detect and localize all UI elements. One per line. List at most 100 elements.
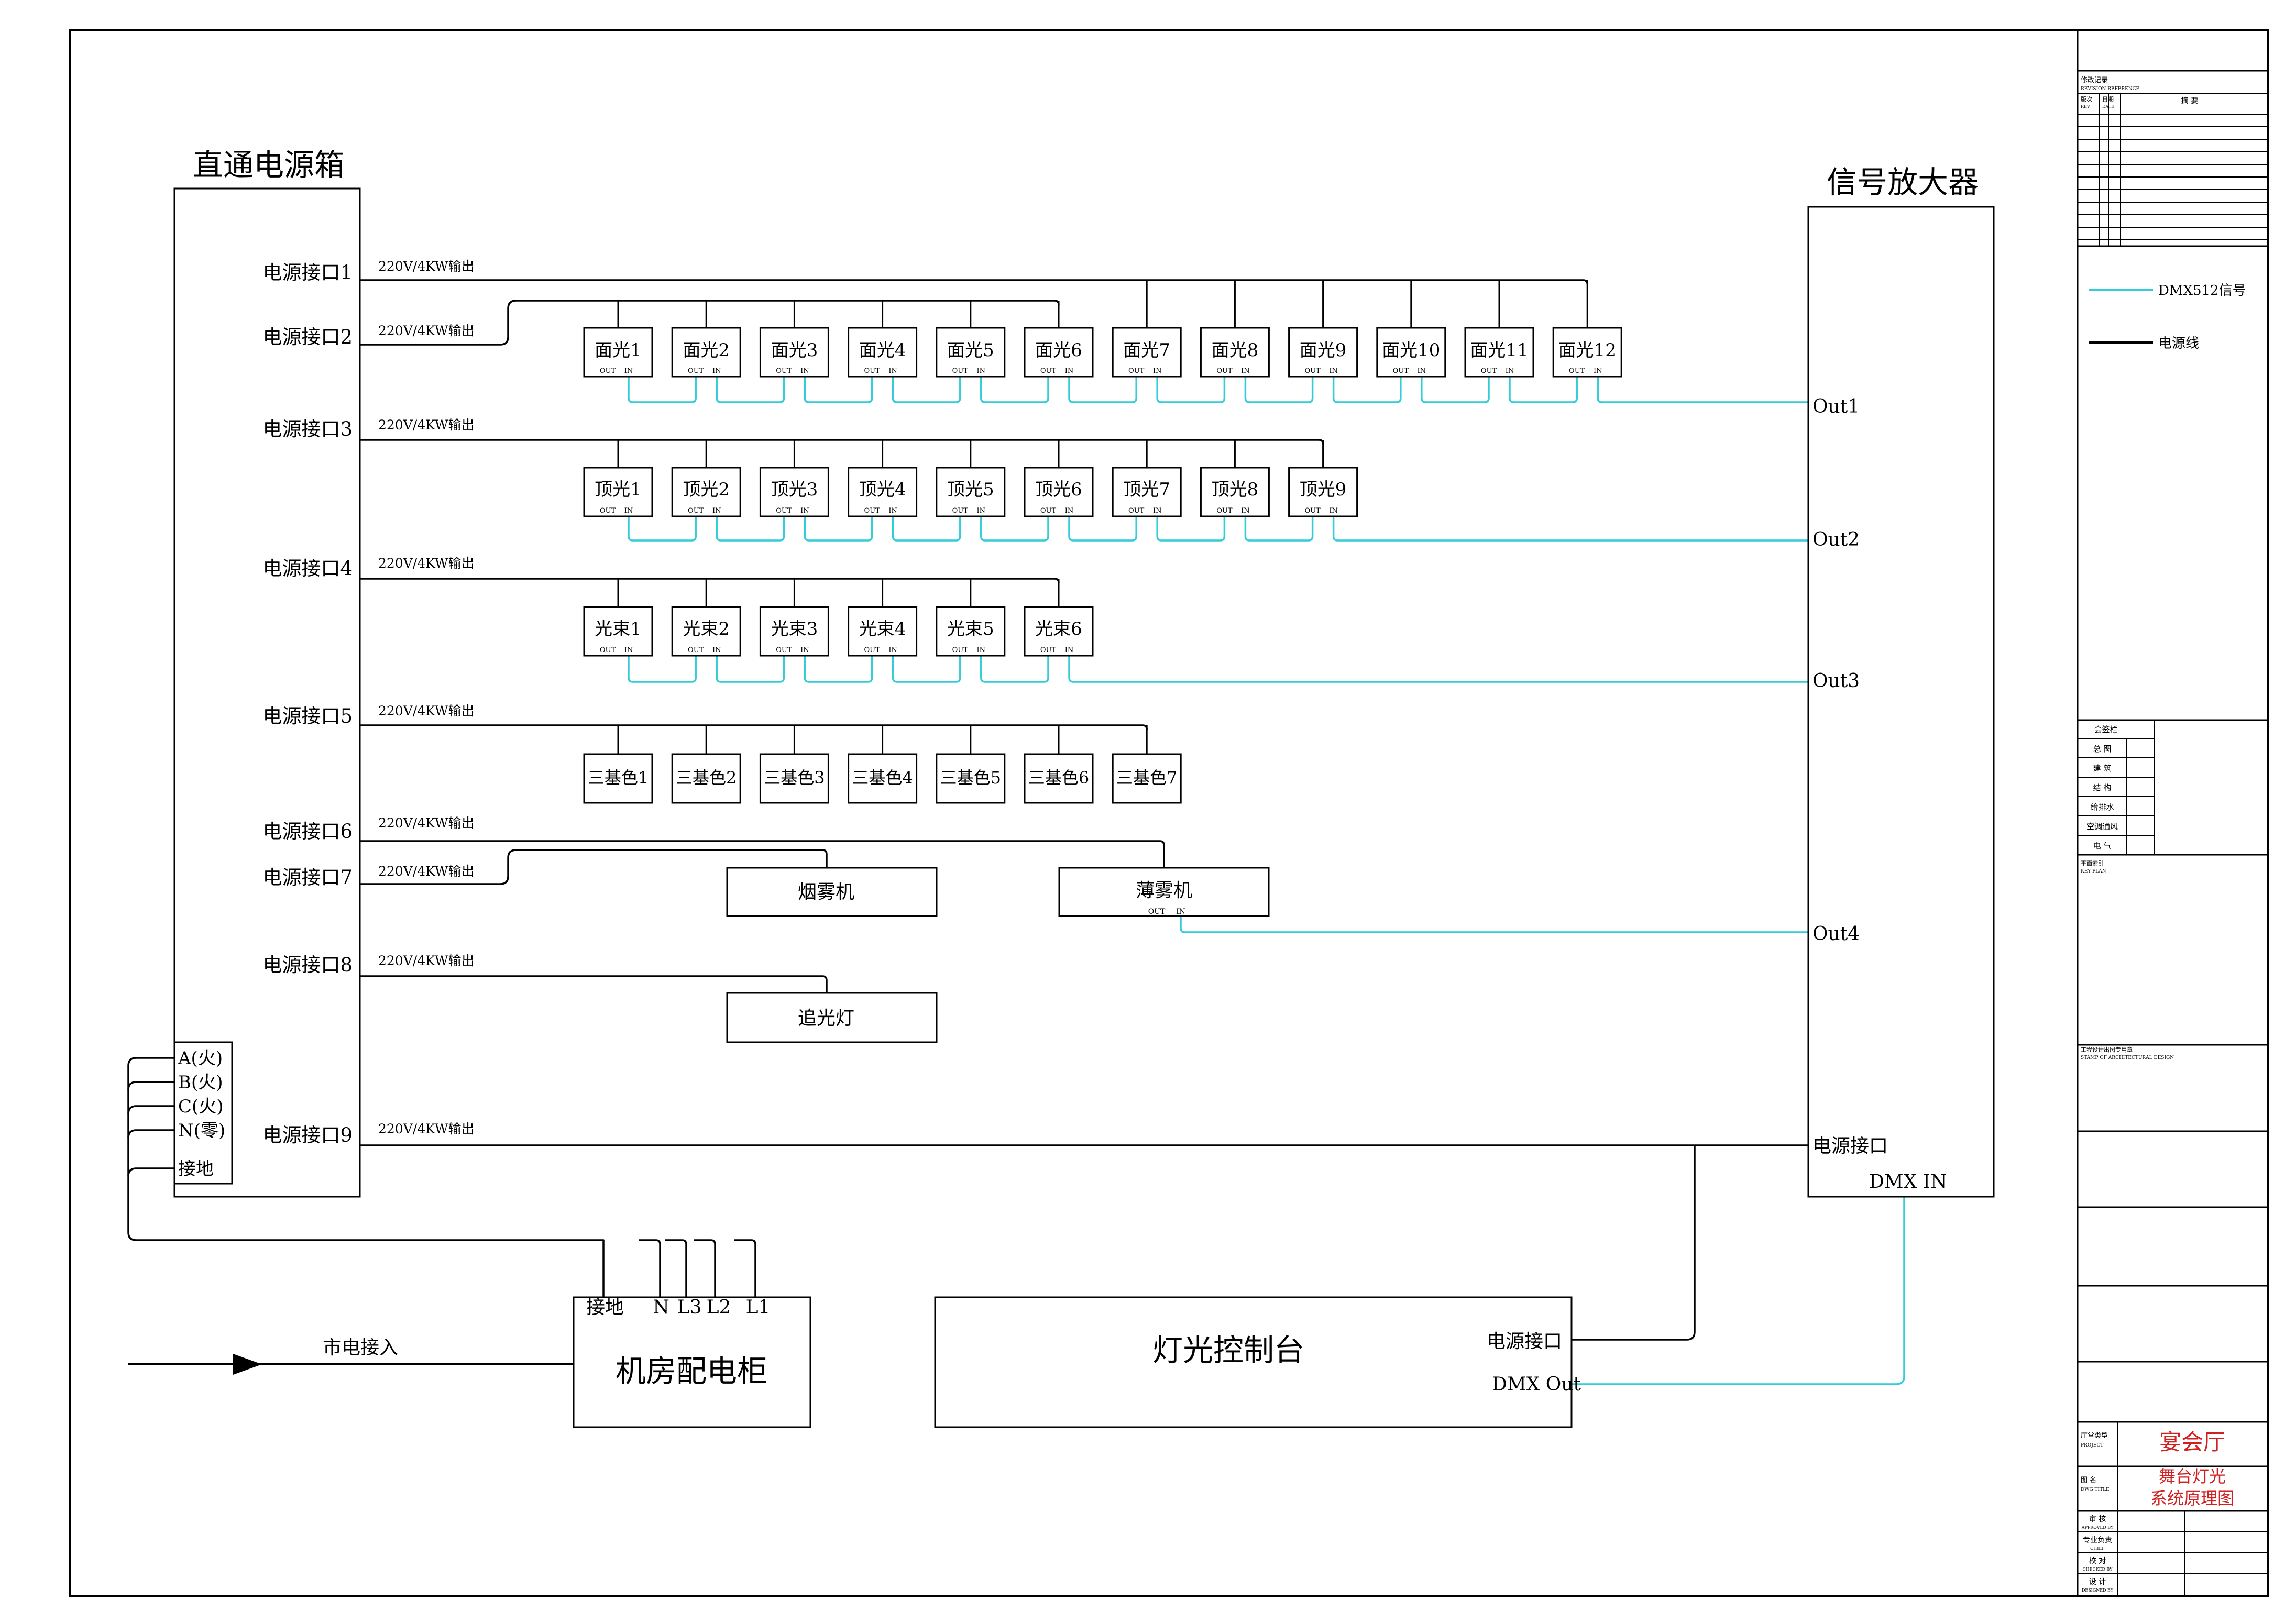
port7-power-to-smoke	[360, 849, 828, 885]
power-port-4-label: 电源接口4	[262, 557, 353, 580]
top-dmx-link-1	[628, 516, 697, 542]
face-label-4: 面光4	[859, 340, 906, 361]
signoff-row-3: 给排水	[2090, 802, 2114, 812]
phase-terminal-block	[173, 1041, 233, 1185]
beam-out-5: OUT	[952, 646, 969, 654]
beam-fixture-5	[936, 606, 1006, 657]
face-in-9: IN	[1329, 367, 1338, 375]
face-fixture-1	[583, 327, 653, 378]
face-dmx-link-11	[1509, 377, 1578, 403]
people-cn-2: 校 对	[2089, 1556, 2106, 1565]
people-en-3: DESIGNED BY	[2082, 1588, 2114, 1593]
face-dmx-link-10	[1421, 377, 1490, 403]
top-fixture-4	[848, 467, 918, 517]
drawing-title-line2: 系统原理图	[2150, 1488, 2234, 1508]
top-in-1: IN	[624, 507, 633, 515]
power-to-console	[1572, 1145, 1696, 1341]
rgb-label-5: 三基色5	[940, 768, 1001, 788]
face-out-4: OUT	[864, 367, 880, 375]
amplifier-power-port: 电源接口	[1812, 1135, 1888, 1157]
phase-tap-3	[127, 1167, 174, 1177]
top-dmx-link-3	[804, 516, 873, 542]
beam-in-5: IN	[977, 646, 986, 654]
face-fixture-11	[1464, 327, 1534, 378]
phase-labels: A(火)B(火)C(火)N(零)接地	[178, 1048, 225, 1179]
console-dmx-to-amp	[1572, 1197, 1905, 1385]
rgb-label-2: 三基色2	[676, 768, 737, 788]
phase-label-0: A(火)	[178, 1048, 223, 1069]
cabinet-drop-0	[639, 1239, 661, 1297]
face-label-10: 面光10	[1382, 340, 1440, 361]
revision-title-en: REVISION REFERENCE	[2081, 86, 2139, 92]
face-in-8: IN	[1241, 367, 1250, 375]
top-out-3: OUT	[776, 507, 792, 515]
project-label: 厅堂类型	[2081, 1432, 2108, 1440]
lighting-console	[934, 1296, 1573, 1428]
project-name: 宴会厅	[2159, 1429, 2225, 1455]
face-dmx-link-2	[716, 377, 785, 403]
top-label-1: 顶光1	[595, 479, 642, 500]
beam-out-3: OUT	[776, 646, 792, 654]
haze-dmx-to-amp	[1180, 916, 1808, 933]
phase-label-1: B(火)	[178, 1072, 223, 1093]
rev-col-2: 摘 要	[2181, 96, 2198, 105]
phase-label-3: N(零)	[178, 1120, 225, 1141]
keyplan-label: 平面索引	[2081, 859, 2104, 867]
top-in-3: IN	[800, 507, 809, 515]
port6-power-to-haze	[360, 840, 1165, 868]
beam-fixture-2	[671, 606, 741, 657]
top-dmx-link-5	[980, 516, 1049, 542]
power-port-2-output: 220V/4KW输出	[378, 323, 475, 338]
face-dmx-link-6	[1068, 377, 1137, 403]
top-fixture-3	[759, 467, 829, 517]
power-port-3-label: 电源接口3	[262, 418, 353, 440]
beam-label-6: 光束6	[1035, 619, 1082, 639]
face-fixture-7	[1112, 327, 1182, 378]
top-out-9: OUT	[1304, 507, 1321, 515]
rgb-fixture-3	[759, 753, 829, 804]
face-out-1: OUT	[600, 367, 616, 375]
signoff-row-5: 电 气	[2093, 841, 2112, 851]
legend-signal-label: DMX512信号	[2158, 283, 2246, 299]
face-out-10: OUT	[1393, 367, 1409, 375]
top-label-5: 顶光5	[947, 479, 994, 500]
power-wires	[127, 279, 1808, 1341]
top-fixture-5	[936, 467, 1006, 517]
people-cn-1: 专业负责	[2083, 1536, 2112, 1544]
power-port-8-output: 220V/4KW输出	[378, 953, 475, 968]
phase-label-4: 接地	[178, 1158, 214, 1179]
phase-tap-2	[127, 1129, 174, 1139]
beam-dmx-link-2	[716, 656, 785, 683]
amplifier-out-1: Out1	[1812, 396, 1860, 417]
face-dmx-link-7	[1156, 377, 1226, 403]
face-dmx-link-5	[980, 377, 1049, 403]
cabinet-terminal-4: L1	[746, 1297, 771, 1318]
face-dmx-link-8	[1244, 377, 1314, 403]
face-in-3: IN	[800, 367, 809, 375]
haze-machine	[1058, 867, 1270, 917]
top-power-bus	[360, 439, 1324, 445]
face-dmx-link-4	[892, 377, 961, 403]
cabinet-terminal-0: 接地	[586, 1297, 624, 1318]
power-port-6-output: 220V/4KW输出	[378, 815, 475, 831]
top-out-4: OUT	[864, 507, 880, 515]
beam-in-4: IN	[888, 646, 897, 654]
power-port-9-label: 电源接口9	[262, 1124, 353, 1146]
top-label-7: 顶光7	[1123, 479, 1170, 500]
face-in-2: IN	[712, 367, 721, 375]
face-label-8: 面光8	[1212, 340, 1259, 361]
face-label-1: 面光1	[595, 340, 642, 361]
power-port-5-label: 电源接口5	[262, 705, 353, 727]
port1-power-bus	[360, 279, 1588, 285]
cabinet-drop-2	[694, 1239, 716, 1297]
power-port-5-output: 220V/4KW输出	[378, 703, 475, 719]
face-out-7: OUT	[1128, 367, 1145, 375]
beam-in-2: IN	[712, 646, 721, 654]
top-fixture-9	[1288, 467, 1358, 517]
amplifier-out-2: Out2	[1812, 529, 1860, 550]
rgb-fixture-4	[848, 753, 918, 804]
